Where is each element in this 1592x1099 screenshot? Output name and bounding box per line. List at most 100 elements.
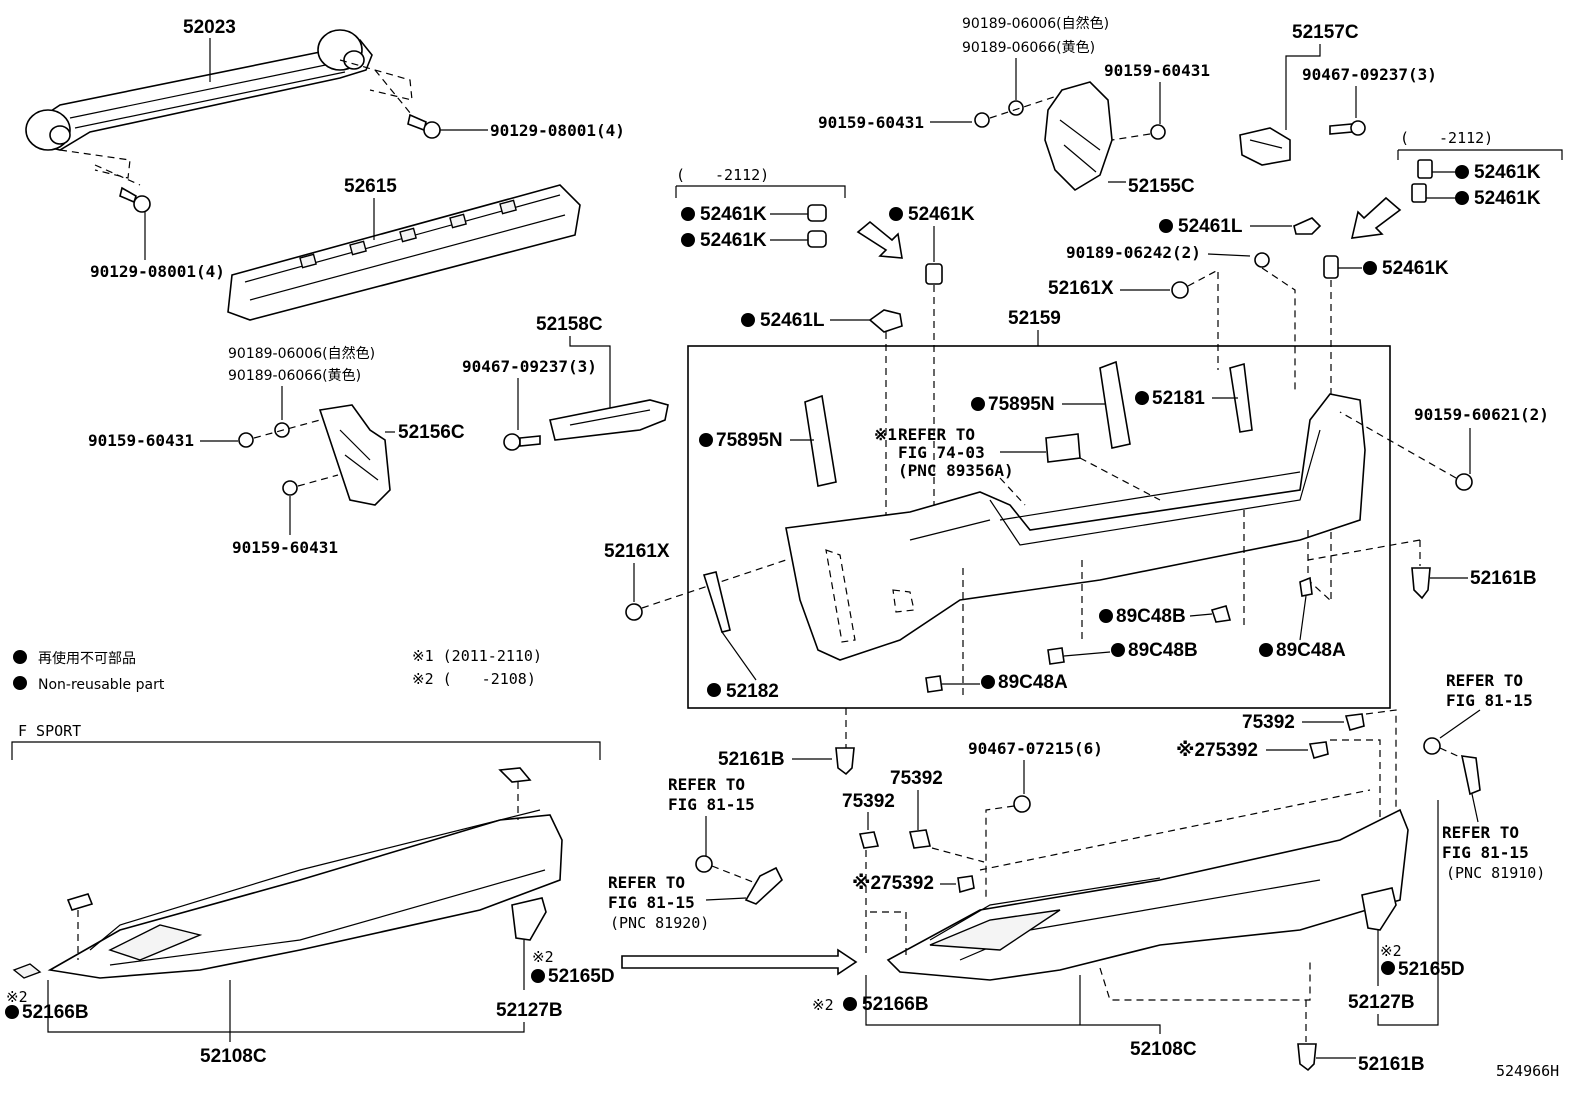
arrow-right-indicator bbox=[1350, 196, 1402, 239]
label-52461K-a: 52461K bbox=[700, 204, 767, 225]
label-52023: 52023 bbox=[183, 17, 236, 38]
label-90159-60621: 90159-60621(2) bbox=[1414, 405, 1549, 424]
label-52461K-d: 52461K bbox=[1474, 162, 1541, 183]
label-52165D-right: 52165D bbox=[1398, 959, 1465, 980]
label-52156C: 52156C bbox=[398, 422, 465, 443]
label-52461K-b: 52461K bbox=[700, 230, 767, 251]
label-90159-60431-right-upper: 90159-60431 bbox=[1104, 61, 1210, 80]
label-89C48A-b: 89C48A bbox=[998, 672, 1068, 693]
label-90467-09237-left: 90467-09237(3) bbox=[462, 357, 597, 376]
label-52166B-fsport: 52166B bbox=[22, 1002, 89, 1023]
label-75895N-right: 75895N bbox=[988, 394, 1055, 415]
ref-74-03-fig: FIG 74-03 bbox=[898, 443, 985, 462]
label-52181: 52181 bbox=[1152, 388, 1205, 409]
non-reusable-dot-jp bbox=[13, 650, 27, 664]
label-52127B-right: 52127B bbox=[1348, 992, 1415, 1013]
bracket-75392-c bbox=[909, 829, 931, 849]
clip-52161B-bottom bbox=[1297, 1043, 1317, 1072]
label-75392-c: 75392 bbox=[890, 768, 943, 789]
label-75392-a: 75392 bbox=[1242, 712, 1295, 733]
bumper-cover-52159 bbox=[785, 393, 1366, 700]
clip-89C48B-b bbox=[1047, 647, 1065, 665]
clip-90189-right bbox=[1008, 100, 1024, 116]
reflector-52182 bbox=[702, 571, 731, 633]
ref-81910-line1: REFER TO bbox=[1442, 823, 1519, 842]
legend-note-2: ※2 ( -2108) bbox=[412, 670, 536, 688]
label-52108C-right: 52108C bbox=[1130, 1039, 1197, 1060]
arrow-left-indicator bbox=[856, 220, 903, 259]
bracket-52158C bbox=[549, 399, 669, 441]
cap-52461L-a bbox=[868, 309, 903, 333]
f-sport-title: F SPORT bbox=[18, 722, 81, 740]
bracket-52156C bbox=[318, 404, 391, 506]
mark-52166B-right: ※2 bbox=[812, 996, 834, 1014]
label-52461L-b: 52461L bbox=[1178, 216, 1243, 237]
ref-top-right-line1: REFER TO bbox=[1446, 671, 1523, 690]
label-75392-e: ※275392 bbox=[852, 873, 934, 894]
bracket-75392-e bbox=[957, 875, 975, 894]
plate-89356A bbox=[1045, 433, 1081, 463]
label-90159-60431-left-lower: 90159-60431 bbox=[232, 538, 338, 557]
bumper-box-52159 bbox=[687, 345, 1391, 709]
label-75895N-left: 75895N bbox=[716, 430, 783, 451]
clip-90467-07215 bbox=[1013, 795, 1031, 813]
label-75392-b: ※275392 bbox=[1176, 740, 1258, 761]
tape-75895N-right bbox=[1099, 360, 1131, 449]
range-2112-left: ( -2112) bbox=[676, 166, 769, 184]
ref-81-15-a-line1: REFER TO bbox=[668, 775, 745, 794]
tape-75895N-left bbox=[804, 394, 837, 487]
cap-52461K-e bbox=[1411, 183, 1427, 203]
label-52159: 52159 bbox=[1008, 308, 1061, 329]
label-52165D-fsport: 52165D bbox=[548, 966, 615, 987]
label-52157C: 52157C bbox=[1292, 22, 1359, 43]
mark-52165D-right: ※2 bbox=[1380, 942, 1402, 960]
range-2112-right: ( -2112) bbox=[1400, 129, 1493, 147]
cap-52461K-b bbox=[807, 230, 827, 248]
bracket-52155C bbox=[1044, 81, 1113, 192]
bracket-75392-d bbox=[858, 831, 880, 849]
clip-52161B-right bbox=[1411, 567, 1431, 600]
label-89C48A-a: 89C48A bbox=[1276, 640, 1346, 661]
reinforcement-52023 bbox=[25, 29, 421, 186]
f-sport-arrow bbox=[621, 948, 858, 976]
ref-81920-line3: (PNC 81920) bbox=[610, 914, 709, 932]
clip-89C48B-a bbox=[1210, 605, 1232, 623]
bracket-75392-a bbox=[1344, 713, 1365, 731]
label-52161B-bottom: 52161B bbox=[1358, 1054, 1425, 1075]
label-52615: 52615 bbox=[344, 176, 397, 197]
cap-52461K-a bbox=[807, 204, 827, 222]
ref-74-03-pnc: (PNC 89356A) bbox=[898, 461, 1014, 480]
clip-90467-left bbox=[503, 433, 541, 451]
lower-bumper-52108C-right bbox=[870, 789, 1409, 1001]
label-52161X-upper: 52161X bbox=[1048, 278, 1114, 299]
reflector-81920 bbox=[744, 866, 783, 905]
label-52161X-left: 52161X bbox=[604, 541, 670, 562]
bracket-75392-b bbox=[1308, 741, 1329, 759]
label-75392-d: 75392 bbox=[842, 791, 895, 812]
cap-52461L-b bbox=[1293, 217, 1322, 235]
label-90467-09237-right: 90467-09237(3) bbox=[1302, 65, 1437, 84]
screw-refer-left bbox=[695, 855, 713, 873]
ref-81910-line3: (PNC 81910) bbox=[1446, 864, 1545, 882]
label-52127B-fsport: 52127B bbox=[496, 1000, 563, 1021]
ref-74-03-line1: ※1 bbox=[874, 425, 897, 444]
screw-refer-right bbox=[1423, 737, 1441, 755]
mark-52165D-fsport: ※2 bbox=[532, 948, 554, 966]
label-52461K-f: 52461K bbox=[1382, 258, 1449, 279]
cap-52461K-f bbox=[1323, 255, 1339, 279]
screw-90159-right-upper bbox=[1150, 124, 1166, 140]
mark-52166B-fsport: ※2 bbox=[6, 988, 28, 1006]
bolt-90129-right bbox=[407, 113, 441, 139]
label-52161B-right: 52161B bbox=[1470, 568, 1537, 589]
energy-absorber-52615 bbox=[227, 184, 581, 321]
lower-bumper-52108C-fsport bbox=[12, 767, 563, 979]
label-52155C: 52155C bbox=[1128, 176, 1195, 197]
label-90159-60431-right-left: 90159-60431 bbox=[818, 113, 924, 132]
screw-90159-left-lower bbox=[282, 480, 298, 496]
cap-52461K-c bbox=[925, 263, 943, 285]
label-52182: 52182 bbox=[726, 681, 779, 702]
label-52158C: 52158C bbox=[536, 314, 603, 335]
screw-90159-60621 bbox=[1455, 473, 1473, 491]
legend-non-reusable-en: Non-reusable part bbox=[38, 677, 165, 693]
